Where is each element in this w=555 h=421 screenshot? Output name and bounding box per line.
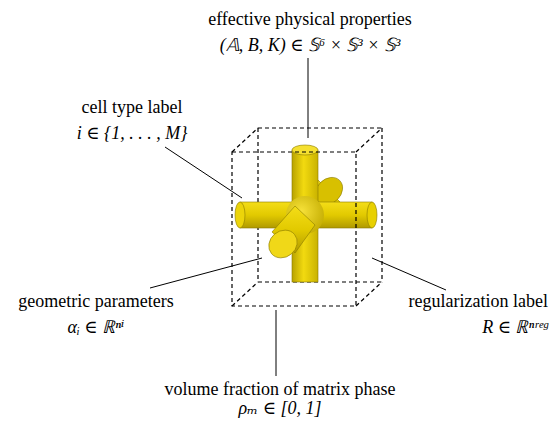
unit-cell-cube-back — [232, 128, 382, 306]
cell-type-formula: i ∈ {1, . . . , M} — [77, 122, 188, 144]
property-formula: (𝔸, B, K) ∈ 𝕊⁶ × 𝕊³ × 𝕊³ — [220, 34, 401, 56]
volume-fraction-formula: ρₘ ∈ [0, 1] — [238, 397, 321, 419]
regularization-formula: R ∈ ℝⁿʳᵉᵍ — [482, 316, 548, 338]
leader-lines — [150, 58, 446, 376]
property-title: effective physical properties — [208, 8, 412, 30]
cell-type-title: cell type label — [82, 96, 183, 118]
volume-fraction-title: volume fraction of matrix phase — [165, 378, 396, 400]
geometry-title: geometric parameters — [18, 290, 173, 312]
unit-cell-cube-front — [232, 128, 382, 306]
regularization-title: regularization label — [409, 290, 548, 312]
geometry-formula: αᵢ ∈ ℝⁿⁱ — [68, 316, 125, 338]
